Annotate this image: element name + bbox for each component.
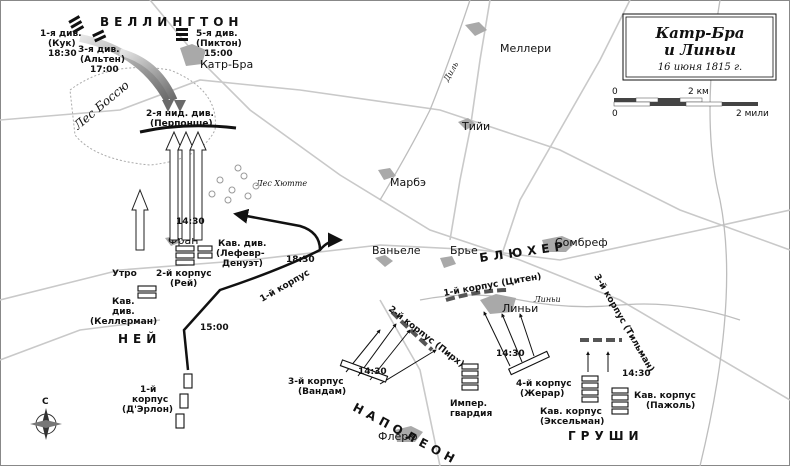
fr3-label-2: (Вандам) <box>298 387 346 397</box>
scale-km-label: 2 км <box>688 87 709 97</box>
army-grouchy: ГРУШИ <box>568 429 644 443</box>
gerard-attack <box>483 311 535 367</box>
derlon-return-route <box>233 208 322 251</box>
prussian-lines <box>390 288 622 352</box>
paj-label-2: (Пажоль) <box>646 401 695 411</box>
place-brye: Брье <box>450 244 478 257</box>
compass-rose-icon: С <box>30 397 62 440</box>
exc-label-2: (Эксельман) <box>540 417 604 427</box>
title-box: Катр-Бра и Линьи 16 июня 1815 г. <box>622 13 777 81</box>
div5-label-1: 5-я див. <box>196 29 238 39</box>
derlon-route <box>182 232 343 371</box>
fr2-label-1: 2-й корпус <box>156 269 212 279</box>
div1-label-3: 18:30 <box>48 49 77 59</box>
div3-label-3: 17:00 <box>90 65 119 75</box>
time-1430-quatre-bras: 14:30 <box>176 217 205 227</box>
guard-unit-blocks <box>461 363 479 391</box>
fr1-label-2: корпус <box>132 395 168 405</box>
bossu-wood <box>69 67 216 166</box>
time-1430-gerard: 14:30 <box>496 349 525 359</box>
div5-label-2: (Пиктон) <box>196 39 242 49</box>
scale-bar: 0 2 км 0 2 мили <box>612 87 769 119</box>
map-title-line2: и Линьи <box>664 41 736 59</box>
place-tilly: Тийи <box>461 120 490 133</box>
nl2-label-1: 2-я нид. див. <box>146 109 214 119</box>
div1-label-1: 1-я див. <box>40 29 82 39</box>
div3-label-2: (Альтен) <box>80 55 125 65</box>
fr2-label-2: (Рей) <box>170 279 197 289</box>
morning-label: Утро <box>112 269 137 279</box>
place-marbais: Марбэ <box>390 176 426 189</box>
place-fleurus: Флёрю <box>378 430 418 443</box>
gerard-unit-blocks <box>507 350 551 376</box>
cavdiv-label-2: (Лефевр- <box>216 249 265 259</box>
fr4-label-2: (Жерар) <box>520 389 564 399</box>
kell-label-2: див. <box>112 307 135 317</box>
nl2-label-2: (Перпонше) <box>150 119 213 129</box>
army-ney: НЕЙ <box>118 331 161 346</box>
place-wagnelee: Ваньеле <box>372 244 421 257</box>
perponcher-line <box>139 124 237 134</box>
fr1-label-3: (Д'Эрлон) <box>122 405 173 415</box>
kell-label-3: (Келлерман) <box>90 317 157 327</box>
place-mellery: Меллери <box>500 42 551 55</box>
exc-label-1: Кав. корпус <box>540 407 602 417</box>
place-ligny: Линьи <box>502 302 538 315</box>
hutte-wood <box>208 164 260 204</box>
fr3-label-1: 3-й корпус <box>288 377 344 387</box>
guard-label-2: гвардия <box>450 409 492 419</box>
time-1430-vandamme: 14:30 <box>358 367 387 377</box>
vandamme-unit-blocks <box>339 359 389 383</box>
wellington-unit-marks <box>68 15 188 43</box>
time-1830-route: 18:30 <box>286 255 315 265</box>
scale-mile-label: 2 мили <box>736 109 769 119</box>
map-title-line1: Катр-Бра <box>655 24 745 42</box>
wellington-reinforcements <box>79 34 186 112</box>
rey-attack-arrows <box>131 130 207 251</box>
rey-unit-blocks <box>137 245 213 299</box>
div3-label-1: 3-я див. <box>78 45 120 55</box>
place-hutte-wood: Лес Хютте <box>255 179 307 188</box>
fr1-label-1: 1-й <box>140 385 156 395</box>
place-quatre-bras: Катр-Бра <box>200 58 253 71</box>
map-date: 16 июня 1815 г. <box>658 62 742 73</box>
div1-label-2: (Кук) <box>48 39 76 49</box>
army-wellington: ВЕЛЛИНГТОН <box>100 15 243 29</box>
cavdiv-label-3: Денуэт) <box>222 259 263 269</box>
derlon-unit-blocks <box>175 373 193 429</box>
div5-label-3: 15:00 <box>204 49 233 59</box>
pajol-unit-blocks <box>611 387 629 415</box>
fr4-label-1: 4-й корпус <box>516 379 572 389</box>
stream-ligny-label: Линьи <box>533 295 561 304</box>
place-sombreffe: Сомбреф <box>555 236 608 249</box>
exelmans-unit-blocks <box>581 375 599 403</box>
guard-label-1: Импер. <box>450 399 487 409</box>
compass-north-label: С <box>42 397 49 407</box>
scale-zero-mile: 0 <box>612 109 618 119</box>
paj-label-1: Кав. корпус <box>634 391 696 401</box>
time-1430-cavalry: 14:30 <box>622 369 651 379</box>
cavdiv-label-1: Кав. див. <box>218 239 266 249</box>
time-1500-route: 15:00 <box>200 323 229 333</box>
scale-zero-km: 0 <box>612 87 618 97</box>
kell-label-1: Кав. <box>112 297 135 307</box>
cavalry-attack <box>586 351 610 372</box>
